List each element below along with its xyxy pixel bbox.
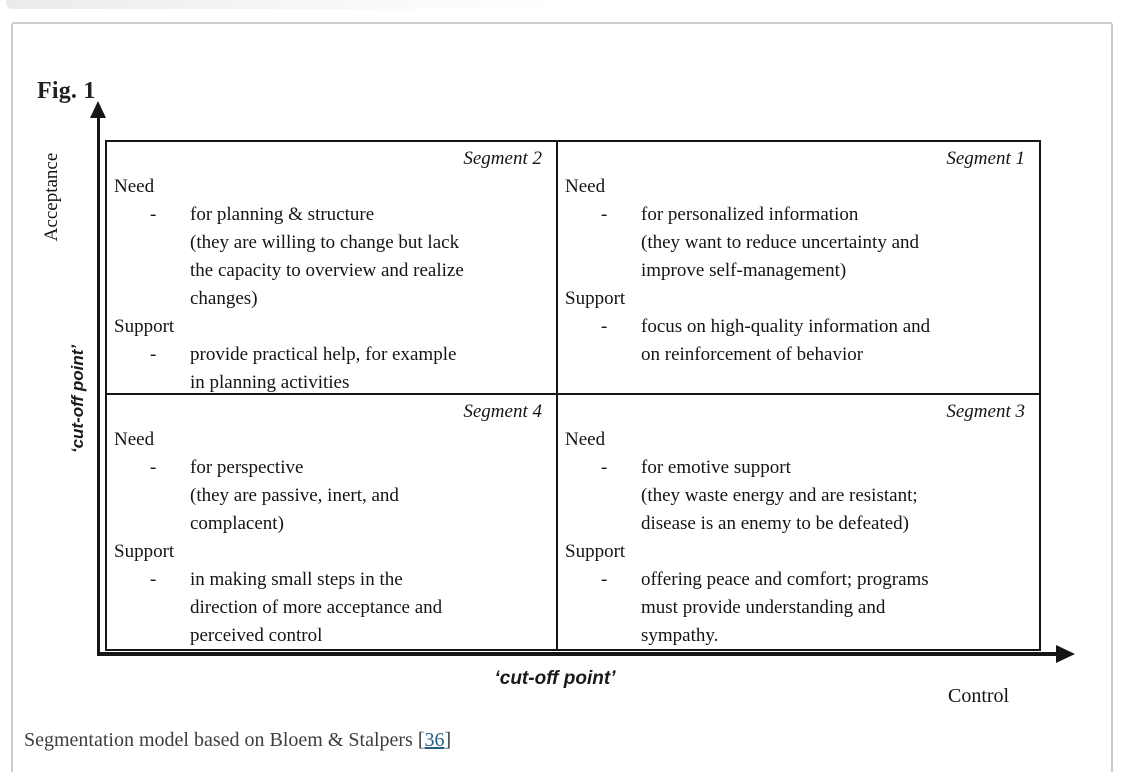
support-label: Support [565, 541, 626, 562]
quadrant-segment-3: Segment 3 Need - for emotive support (th… [558, 395, 1039, 649]
bullet-text: for planning & structure (they are willi… [190, 204, 464, 309]
support-bullet: - focus on high-quality information and … [565, 313, 1028, 369]
figure-caption: Segmentation model based on Bloem & Stal… [24, 729, 451, 752]
need-bullet: - for emotive support (they waste energy… [565, 454, 1028, 538]
need-bullet: - for planning & structure (they are wil… [114, 201, 545, 313]
dash-bullet: - [150, 344, 157, 365]
y-axis-label: Acceptance [41, 152, 62, 242]
support-bullet: - in making small steps in the direction… [114, 566, 545, 649]
x-axis-label: Control [948, 685, 1010, 707]
reference-link[interactable]: 36 [424, 729, 445, 751]
need-bullet: - for perspective (they are passive, ine… [114, 454, 545, 538]
quadrant-segment-2: Segment 2 Need - for planning & structur… [107, 142, 558, 395]
dash-bullet: - [150, 457, 157, 478]
x-cutoff-label: ‘cut-off point’ [494, 668, 616, 689]
y-cutoff-label: ‘cut-off point’ [68, 344, 87, 454]
dash-bullet: - [150, 204, 157, 225]
dash-bullet: - [601, 204, 608, 225]
dash-bullet: - [601, 316, 608, 337]
need-label: Need [565, 429, 606, 450]
x-axis-arrow-icon [1056, 645, 1075, 663]
need-label: Need [114, 429, 155, 450]
quadrant-segment-1: Segment 1 Need - for personalized inform… [558, 142, 1039, 395]
figure-title: Fig. 1 [37, 78, 96, 104]
bullet-text: for emotive support (they waste energy a… [641, 457, 918, 534]
y-axis-line [97, 114, 100, 656]
bullet-text: in making small steps in the direction o… [190, 569, 443, 646]
x-axis-line [97, 652, 1058, 656]
bullet-text: for perspective (they are passive, inert… [190, 457, 399, 534]
support-bullet: - provide practical help, for example in… [114, 341, 545, 393]
segment-title: Segment 3 [946, 401, 1025, 422]
dash-bullet: - [150, 569, 157, 590]
support-label: Support [114, 316, 175, 337]
support-label: Support [114, 541, 175, 562]
caption-text: Segmentation model based on Bloem & Stal… [24, 729, 425, 751]
bullet-text: offering peace and comfort; programs mus… [641, 569, 929, 646]
page-edge-artifact [6, 0, 554, 9]
dash-bullet: - [601, 569, 608, 590]
support-bullet: - offering peace and comfort; programs m… [565, 566, 1028, 649]
support-label: Support [565, 288, 626, 309]
bullet-text: for personalized information (they want … [641, 204, 920, 281]
segment-title: Segment 4 [463, 401, 542, 422]
quadrant-diagram: Segment 2 Need - for planning & structur… [105, 140, 1041, 651]
segment-title: Segment 2 [463, 148, 542, 169]
y-axis-arrow-icon [90, 101, 106, 118]
bullet-text: focus on high-quality information and on… [641, 316, 931, 365]
bullet-text: provide practical help, for example in p… [190, 344, 457, 393]
need-label: Need [565, 176, 606, 197]
segment-title: Segment 1 [946, 148, 1025, 169]
need-bullet: - for personalized information (they wan… [565, 201, 1028, 285]
need-label: Need [114, 176, 155, 197]
dash-bullet: - [601, 457, 608, 478]
quadrant-segment-4: Segment 4 Need - for perspective (they a… [107, 395, 558, 649]
caption-text-end: ] [444, 729, 452, 751]
